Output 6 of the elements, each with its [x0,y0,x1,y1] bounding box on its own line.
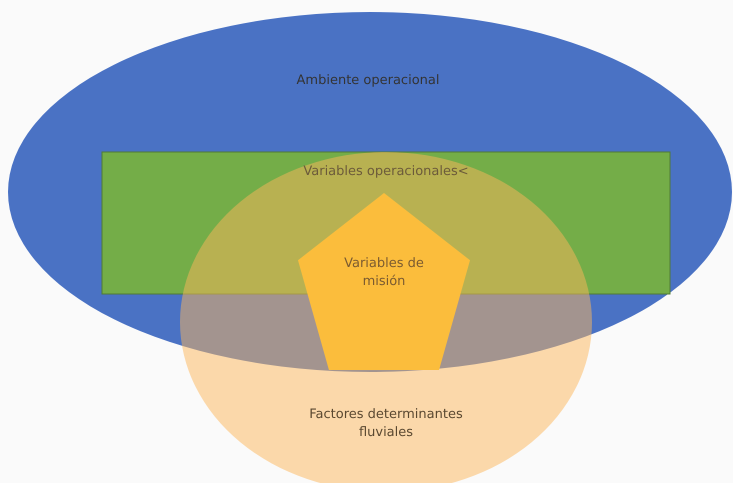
ellipse-region [8,12,732,372]
region-label: Variables operacionales< [302,163,470,181]
region-label: Factores determinantes fluviales [308,406,464,442]
region-label: Variables de misión [343,255,425,290]
region-label: Ambiente operacional [296,72,440,90]
pentagon-shape [298,193,470,370]
